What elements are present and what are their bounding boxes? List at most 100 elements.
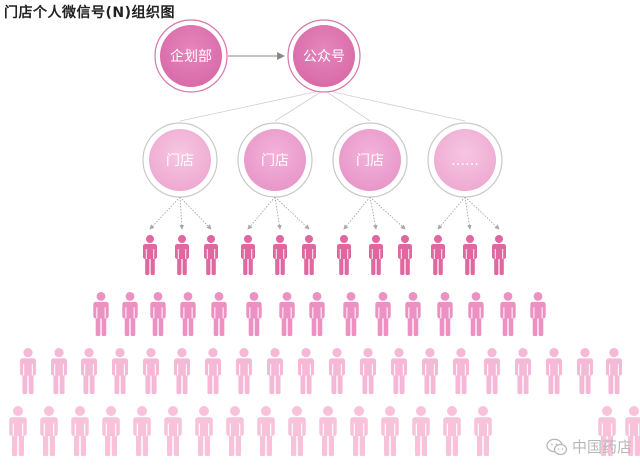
person-icon — [204, 235, 218, 275]
person-icon — [421, 348, 439, 394]
person-icon — [9, 406, 27, 456]
store-to-staff-arrow — [437, 196, 466, 230]
person-icon — [343, 292, 359, 336]
person-icon — [463, 235, 477, 275]
person-icon — [204, 348, 222, 394]
person-icon — [309, 292, 325, 336]
store-to-staff-arrow — [369, 196, 406, 230]
account-to-store-connector — [179, 89, 325, 122]
person-icon — [246, 292, 262, 336]
person-icon — [492, 235, 506, 275]
person-icon — [514, 348, 532, 394]
person-icon — [195, 406, 213, 456]
person-icon — [452, 348, 470, 394]
person-icon — [257, 406, 275, 456]
store-label: 门店 — [356, 153, 384, 169]
person-icon — [398, 235, 412, 275]
official-account-node[interactable]: 公众号 — [287, 19, 361, 93]
account-to-store-connector — [323, 89, 371, 122]
store-node[interactable]: 门店 — [332, 122, 408, 198]
person-icon — [241, 235, 255, 275]
wechat-icon — [546, 438, 568, 455]
person-icon — [273, 235, 287, 275]
person-icon — [164, 406, 182, 456]
person-icon — [437, 292, 453, 336]
person-icon — [375, 292, 391, 336]
store-to-staff-arrow — [464, 196, 472, 230]
person-icon — [19, 348, 37, 394]
person-icon — [143, 235, 157, 275]
watermark-text: 中国药店 — [571, 438, 632, 456]
person-icon — [279, 292, 295, 336]
person-icon — [50, 348, 68, 394]
person-icon — [302, 235, 316, 275]
person-icon — [235, 348, 253, 394]
store-to-staff-arrow — [369, 196, 378, 230]
person-icon — [500, 292, 516, 336]
person-icon — [390, 348, 408, 394]
person-icon — [150, 292, 166, 336]
person-icon — [175, 235, 189, 275]
person-icon — [180, 292, 196, 336]
person-icon — [359, 348, 377, 394]
store-nodes: 门店 门店 门店 …… — [142, 122, 503, 198]
person-icon — [40, 406, 58, 456]
account-to-store-connector — [323, 89, 466, 122]
connectors — [149, 89, 500, 230]
person-icon — [211, 292, 227, 336]
store-label: 门店 — [166, 153, 194, 169]
person-icon — [474, 406, 492, 456]
watermark: 中国药店 — [546, 436, 632, 457]
store-to-staff-arrow — [179, 196, 185, 230]
person-icon — [625, 406, 640, 456]
person-icon — [381, 406, 399, 456]
store-to-staff-arrow — [149, 196, 181, 230]
person-icon — [328, 348, 346, 394]
account-to-store-connector — [274, 89, 325, 122]
store-label: 门店 — [261, 153, 289, 169]
person-icon — [93, 292, 109, 336]
store-to-staff-arrow — [274, 196, 282, 230]
person-icon — [405, 292, 421, 336]
person-icon — [530, 292, 546, 336]
person-icon — [122, 292, 138, 336]
person-icon — [266, 348, 284, 394]
person-icon — [226, 406, 244, 456]
staff-figures — [9, 235, 640, 456]
store-label: …… — [451, 153, 479, 169]
store-to-staff-arrow — [247, 196, 276, 230]
person-icon — [71, 406, 89, 456]
store-to-staff-arrow — [464, 196, 500, 230]
person-icon — [337, 235, 351, 275]
person-icon — [443, 406, 461, 456]
person-icon — [598, 406, 616, 456]
store-to-staff-arrow — [179, 196, 212, 230]
person-icon — [288, 406, 306, 456]
person-icon — [133, 406, 151, 456]
person-icon — [319, 406, 337, 456]
store-to-staff-arrow — [343, 196, 371, 230]
store-node[interactable]: …… — [427, 122, 503, 198]
person-icon — [576, 348, 594, 394]
store-to-staff-arrow — [274, 196, 310, 230]
person-icon — [412, 406, 430, 456]
planning-dept-node[interactable]: 企划部 — [154, 19, 228, 93]
person-icon — [350, 406, 368, 456]
person-icon — [173, 348, 191, 394]
person-icon — [545, 348, 563, 394]
person-icon — [142, 348, 160, 394]
person-icon — [468, 292, 484, 336]
person-icon — [431, 235, 445, 275]
person-icon — [483, 348, 501, 394]
page-title: 门店个人微信号(N)组织图 — [4, 5, 176, 21]
person-icon — [111, 348, 129, 394]
planning-dept-label: 企划部 — [170, 48, 212, 65]
official-account-label: 公众号 — [303, 49, 345, 65]
person-icon — [369, 235, 383, 275]
store-node[interactable]: 门店 — [237, 122, 313, 198]
person-icon — [605, 348, 623, 394]
person-icon — [297, 348, 315, 394]
person-icon — [102, 406, 120, 456]
store-node[interactable]: 门店 — [142, 122, 218, 198]
